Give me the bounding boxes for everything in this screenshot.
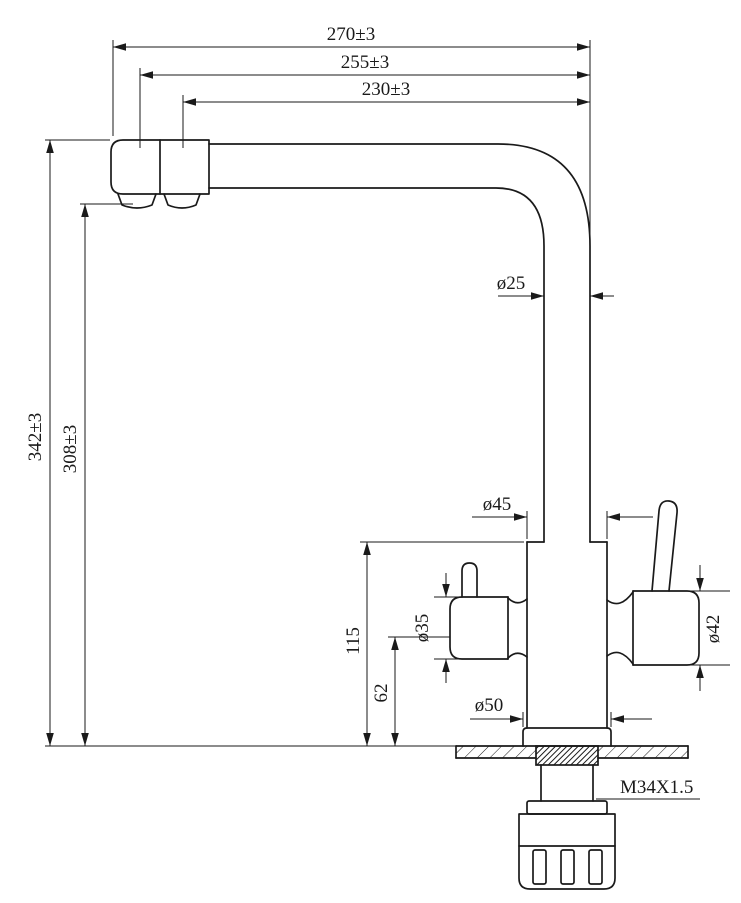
dim-spout-height-label: 308±3 <box>60 425 81 473</box>
right-handle-lever <box>651 500 678 592</box>
spout-head <box>110 139 210 209</box>
dim-pipe-diameter: ø25 <box>497 273 614 300</box>
dim-thread-spec-label: M34X1.5 <box>620 777 693 798</box>
thread-section <box>535 745 599 766</box>
mounting-base <box>522 727 612 747</box>
dim-body-top-height: 115 <box>343 542 371 746</box>
thread-shank <box>526 745 608 815</box>
washer <box>526 800 608 815</box>
dim-left-handle-diameter: ø35 <box>412 573 462 683</box>
dim-body-diameter-label: ø45 <box>483 494 512 515</box>
dim-handle-axis-height-label: 62 <box>371 684 392 703</box>
dim-inner-width-label: 230±3 <box>362 79 410 100</box>
dim-overall-height: 342±3 <box>25 140 54 746</box>
dim-base-diameter: ø50 <box>470 695 652 727</box>
dim-overall-width: 270±3 <box>113 24 590 51</box>
mounting-nut <box>518 813 616 890</box>
nozzle-right <box>163 193 201 209</box>
faucet-outline <box>110 139 700 890</box>
dim-overall-width-label: 270±3 <box>327 24 375 45</box>
dim-inner-width: 230±3 <box>183 79 590 106</box>
dim-middle-width-label: 255±3 <box>341 52 389 73</box>
left-handle <box>449 562 528 660</box>
dim-spout-height: 308±3 <box>60 204 89 746</box>
dim-base-diameter-label: ø50 <box>475 695 504 716</box>
dim-body-top-height-label: 115 <box>343 627 364 655</box>
dim-right-handle-diameter: ø42 <box>690 565 730 691</box>
dim-left-handle-diameter-label: ø35 <box>412 614 433 643</box>
dim-pipe-diameter-label: ø25 <box>497 273 526 294</box>
countertop-section <box>455 745 689 759</box>
nut-slot <box>532 849 547 885</box>
dim-handle-axis-height: 62 <box>371 637 399 746</box>
nut-slot <box>588 849 603 885</box>
dim-overall-height-label: 342±3 <box>25 413 46 461</box>
dim-right-handle-diameter-label: ø42 <box>703 615 724 644</box>
faucet-body <box>526 541 608 729</box>
nut-slot <box>560 849 575 885</box>
dim-body-diameter: ø45 <box>472 494 653 539</box>
spout-tube <box>208 143 591 543</box>
dim-middle-width: 255±3 <box>140 52 590 79</box>
nozzle-left <box>117 193 157 209</box>
dim-thread-spec: M34X1.5 <box>596 777 700 800</box>
left-handle-lever <box>461 562 478 598</box>
right-handle <box>606 500 700 666</box>
